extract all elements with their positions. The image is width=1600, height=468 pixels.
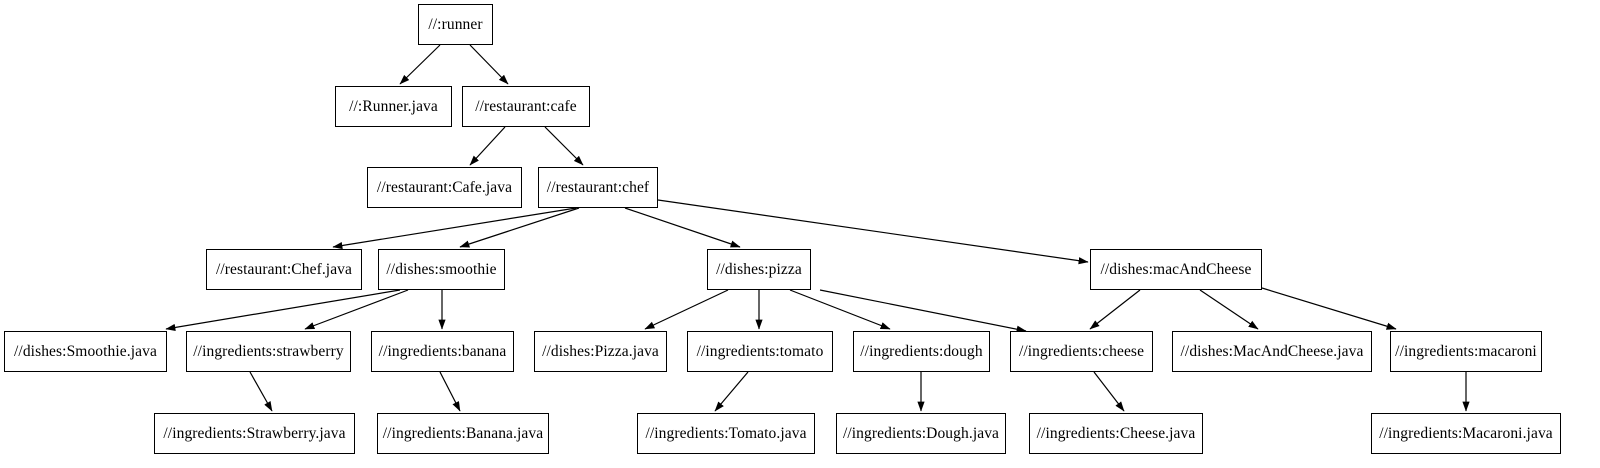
graph-node-label: //dishes:pizza	[716, 260, 802, 278]
graph-node-dishes_pizza[interactable]: //dishes:pizza	[707, 249, 811, 290]
graph-node-label: //restaurant:Chef.java	[215, 260, 353, 278]
graph-node-label: //restaurant:Cafe.java	[376, 178, 513, 196]
graph-node-label: //dishes:Pizza.java	[542, 342, 659, 360]
graph-node-ing_dough[interactable]: //ingredients:dough	[853, 331, 990, 372]
graph-node-label: //dishes:smoothie	[386, 260, 497, 278]
graph-edge-ing_strawberry-to-ing_strawberry_java	[249, 371, 273, 412]
graph-node-label: //ingredients:Banana.java	[382, 424, 544, 442]
graph-edge-runner-to-runner_java	[399, 44, 441, 85]
graph-edge-dishes_macandcheese-to-ing_macaroni	[1261, 287, 1397, 330]
graph-node-ing_cheese[interactable]: //ingredients:cheese	[1010, 331, 1153, 372]
graph-node-dishes_macandcheese[interactable]: //dishes:macAndCheese	[1090, 249, 1262, 290]
graph-edge-ing_cheese-to-ing_cheese_java	[1093, 371, 1125, 412]
graph-node-restaurant_cafe[interactable]: //restaurant:cafe	[462, 86, 590, 127]
graph-edge-dishes_macandcheese-to-dishes_macandcheese_java	[1199, 289, 1259, 330]
graph-node-label: //dishes:Smoothie.java	[14, 342, 157, 360]
graph-node-label: //restaurant:cafe	[475, 97, 577, 115]
graph-node-ing_tomato[interactable]: //ingredients:tomato	[687, 331, 833, 372]
graph-node-ing_strawberry[interactable]: //ingredients:strawberry	[186, 331, 351, 372]
graph-edge-dishes_macandcheese-to-ing_cheese	[1089, 289, 1141, 330]
graph-node-label: //:Runner.java	[349, 97, 438, 115]
graph-node-label: //ingredients:macaroni	[1395, 342, 1537, 360]
graph-edge-restaurant_chef-to-dishes_smoothie	[459, 207, 580, 248]
graph-node-label: //ingredients:tomato	[696, 342, 824, 360]
graph-edge-restaurant_chef-to-restaurant_chef_java	[332, 207, 577, 250]
graph-node-ing_macaroni_java[interactable]: //ingredients:Macaroni.java	[1371, 413, 1561, 454]
graph-node-dishes_smoothie[interactable]: //dishes:smoothie	[378, 249, 505, 290]
graph-node-ing_tomato_java[interactable]: //ingredients:Tomato.java	[637, 413, 815, 454]
graph-node-ing_cheese_java[interactable]: //ingredients:Cheese.java	[1029, 413, 1203, 454]
graph-node-label: //ingredients:strawberry	[193, 342, 344, 360]
graph-node-label: //ingredients:cheese	[1018, 342, 1145, 360]
graph-node-dishes_pizza_java[interactable]: //dishes:Pizza.java	[534, 331, 667, 372]
graph-node-runner[interactable]: //:runner	[418, 4, 493, 45]
graph-node-label: //ingredients:Dough.java	[842, 424, 1000, 442]
graph-node-label: //ingredients:banana	[378, 342, 507, 360]
graph-edge-dishes_smoothie-to-dishes_smoothie_java	[165, 289, 401, 332]
graph-node-runner_java[interactable]: //:Runner.java	[335, 86, 452, 127]
graph-edge-ing_tomato-to-ing_tomato_java	[714, 371, 749, 412]
graph-edge-restaurant_chef-to-dishes_pizza	[624, 207, 741, 248]
graph-edge-dishes_smoothie-to-ing_strawberry	[304, 289, 409, 330]
graph-node-label: //dishes:MacAndCheese.java	[1180, 342, 1364, 360]
graph-node-restaurant_chef[interactable]: //restaurant:chef	[538, 167, 658, 208]
graph-node-label: //ingredients:Strawberry.java	[163, 424, 346, 442]
graph-edge-restaurant_cafe-to-restaurant_chef	[544, 126, 584, 166]
graph-edge-dishes_pizza-to-ing_cheese	[819, 289, 1027, 333]
graph-edge-runner-to-restaurant_cafe	[469, 44, 509, 85]
graph-node-label: //ingredients:Cheese.java	[1036, 424, 1196, 442]
graph-node-label: //dishes:macAndCheese	[1100, 260, 1252, 278]
graph-edge-restaurant_cafe-to-restaurant_cafe_java	[469, 126, 506, 166]
graph-edge-ing_banana-to-ing_banana_java	[439, 371, 461, 412]
graph-node-label: //:runner	[428, 15, 483, 33]
graph-node-ing_macaroni[interactable]: //ingredients:macaroni	[1390, 331, 1542, 372]
graph-edge-dishes_pizza-to-dishes_pizza_java	[644, 289, 729, 330]
graph-node-ing_dough_java[interactable]: //ingredients:Dough.java	[836, 413, 1006, 454]
graph-node-label: //ingredients:Tomato.java	[645, 424, 807, 442]
graph-node-ing_strawberry_java[interactable]: //ingredients:Strawberry.java	[154, 413, 355, 454]
graph-node-restaurant_chef_java[interactable]: //restaurant:Chef.java	[206, 249, 362, 290]
graph-node-ing_banana[interactable]: //ingredients:banana	[371, 331, 514, 372]
graph-node-label: //ingredients:Macaroni.java	[1379, 424, 1553, 442]
graph-node-label: //restaurant:chef	[546, 178, 650, 196]
graph-edge-dishes_pizza-to-ing_dough	[789, 289, 891, 330]
graph-node-ing_banana_java[interactable]: //ingredients:Banana.java	[377, 413, 549, 454]
graph-node-restaurant_cafe_java[interactable]: //restaurant:Cafe.java	[367, 167, 522, 208]
graph-node-dishes_macandcheese_java[interactable]: //dishes:MacAndCheese.java	[1172, 331, 1372, 372]
graph-node-dishes_smoothie_java[interactable]: //dishes:Smoothie.java	[4, 331, 167, 372]
graph-node-label: //ingredients:dough	[860, 342, 983, 360]
